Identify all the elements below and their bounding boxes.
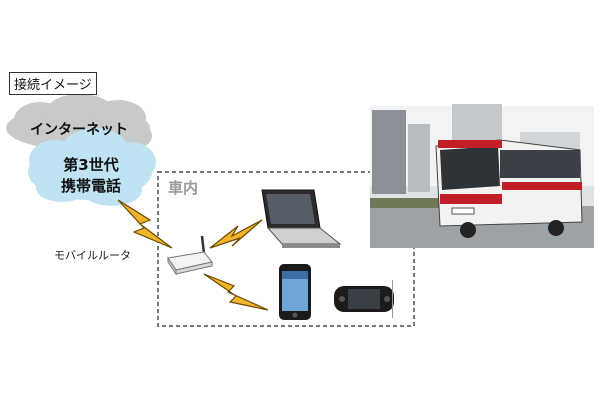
vehicle-interior-label: 車内 xyxy=(168,179,199,197)
bus-photo xyxy=(370,104,594,248)
handheld-console-icon xyxy=(334,280,394,318)
internet-label: インターネット xyxy=(30,122,128,138)
mobile-network-label-line2: 携帯電話 xyxy=(60,177,121,195)
wifi-router-icon xyxy=(167,235,213,276)
internet-cloud xyxy=(6,94,152,150)
lightning-bolt-router-laptop xyxy=(209,219,263,249)
lightning-bolt-cloud-router xyxy=(117,199,173,249)
mobile-network-cloud xyxy=(28,128,156,206)
mobile-router-label: モバイルルータ xyxy=(54,249,131,262)
vehicle-interior-box xyxy=(157,171,415,327)
smartphone-icon xyxy=(279,264,311,320)
mobile-network-label-line1: 第3世代 xyxy=(63,156,119,174)
laptop-icon xyxy=(261,189,342,248)
lightning-bolt-router-devices xyxy=(203,273,269,311)
connection-image-label: 接続イメージ xyxy=(9,72,97,95)
